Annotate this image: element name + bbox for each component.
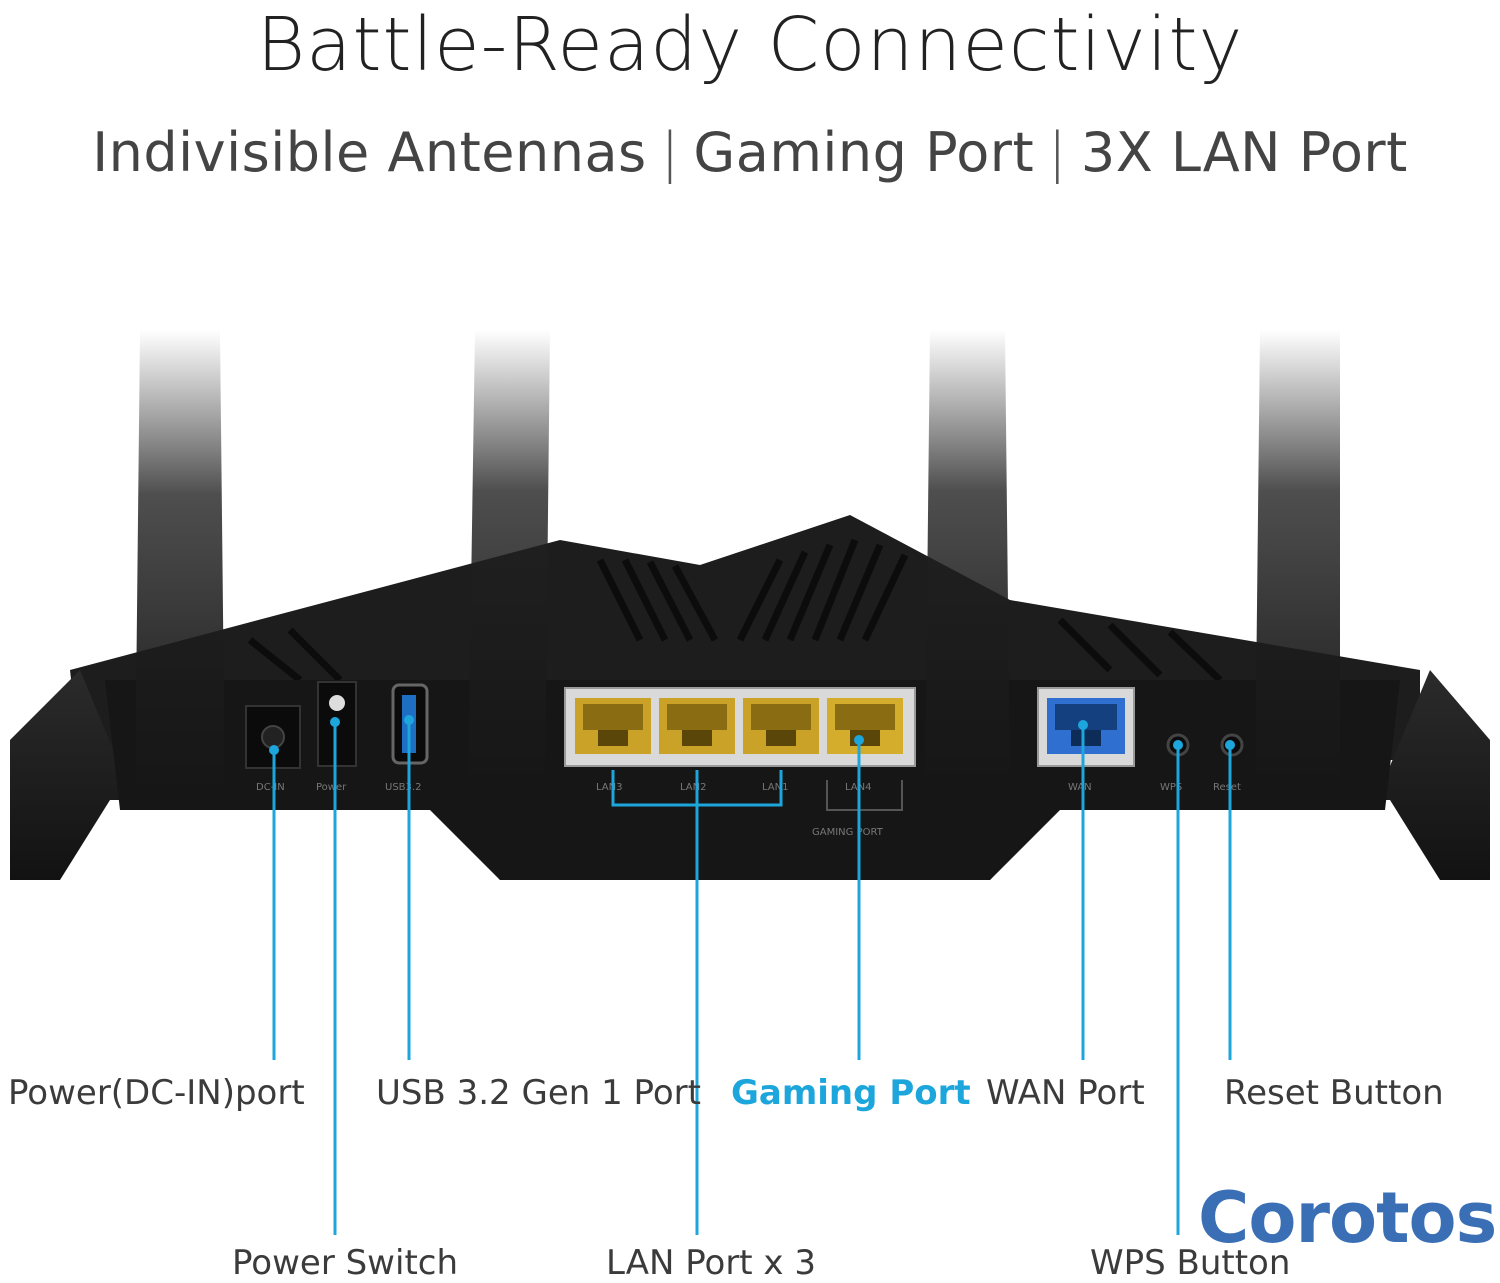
feature-separator: |: [1048, 121, 1067, 184]
feature-antennas: Indivisible Antennas: [92, 121, 647, 184]
antenna-4: [1255, 330, 1340, 790]
gaming-port-bracket: [826, 780, 903, 811]
silk-wps: WPS: [1160, 782, 1182, 793]
feature-separator: |: [660, 121, 680, 184]
callout-reset: Reset Button: [1224, 1073, 1444, 1113]
silk-usb: USB3.2: [385, 782, 421, 793]
silk-reset: Reset: [1213, 782, 1241, 793]
silk-wan: WAN: [1068, 782, 1092, 793]
lan-port-3: [659, 698, 735, 754]
silk-power: Power: [316, 782, 347, 793]
callout-power-switch: Power Switch: [232, 1243, 459, 1283]
callout-power-dcin: Power(DC-IN)port: [8, 1073, 305, 1113]
silk-lan3: LAN3: [596, 782, 622, 793]
lan-port-2: [743, 698, 819, 754]
callout-usb: USB 3.2 Gen 1 Port: [376, 1073, 701, 1113]
antenna-2: [468, 330, 550, 790]
callout-gaming-port: Gaming Port: [731, 1073, 971, 1113]
callout-lan: LAN Port x 3: [606, 1243, 816, 1283]
antenna-1: [135, 330, 225, 800]
feature-lan-ports: 3X LAN Port: [1080, 121, 1408, 184]
silk-lan1: LAN1: [762, 782, 788, 793]
feature-gaming-port: Gaming Port: [693, 121, 1035, 184]
feature-list: Indivisible Antennas|Gaming Port|3X LAN …: [0, 118, 1500, 188]
callout-wps: WPS Button: [1090, 1243, 1291, 1283]
lan-port-4: [575, 698, 651, 754]
silk-dcin: DC-IN: [256, 782, 285, 793]
silk-gaming: GAMING PORT: [812, 827, 884, 838]
callout-lines: [272, 720, 1232, 1235]
vent-slats: [247, 538, 1223, 683]
callout-dots: [269, 715, 1235, 755]
callout-wan: WAN Port: [986, 1073, 1145, 1113]
antenna-3: [925, 330, 1010, 790]
page-title: Battle-Ready Connectivity: [256, 2, 1244, 88]
gaming-port-jack: [827, 698, 903, 754]
watermark-logo: Corotos: [1198, 1177, 1497, 1259]
silk-lan2: LAN2: [680, 782, 706, 793]
